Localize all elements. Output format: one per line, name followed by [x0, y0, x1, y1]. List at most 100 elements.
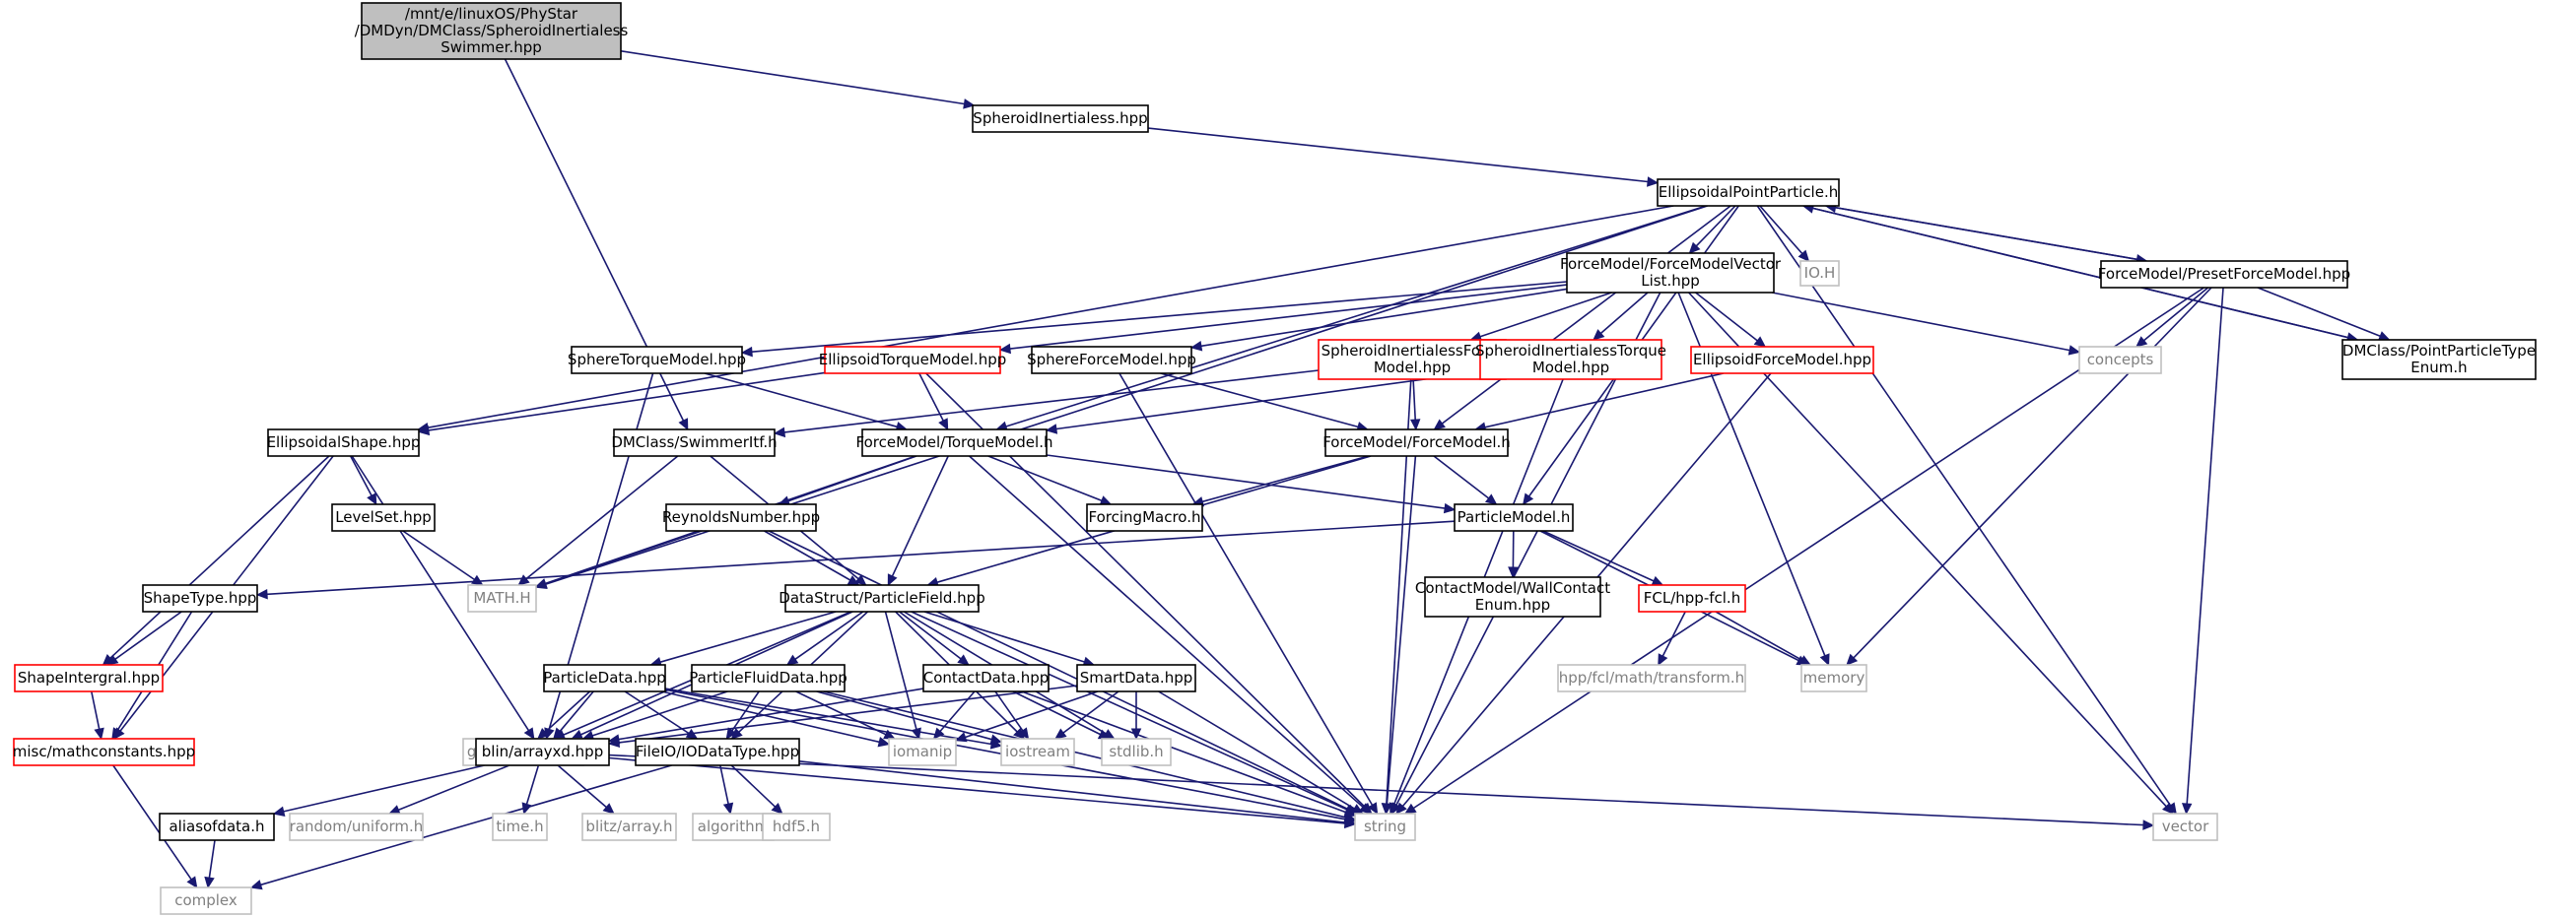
node-box [160, 886, 252, 915]
node-iodata-type[interactable]: FileIO/IODataType.hpp [635, 738, 800, 766]
node-label: LevelSet.hpp [335, 508, 432, 526]
node-concepts: concepts [2078, 346, 2162, 374]
node-level-set[interactable]: LevelSet.hpp [331, 503, 436, 532]
node-particle-model[interactable]: ParticleModel.h [1454, 503, 1574, 532]
node-smart-data[interactable]: SmartData.hpp [1076, 664, 1196, 692]
edge-arrowhead [537, 727, 550, 740]
edge-arrowhead [854, 574, 867, 586]
edge-line [1119, 372, 1374, 806]
edge-line [719, 764, 729, 805]
node-particle-field[interactable]: DataStruct/ParticleField.hpp [779, 584, 985, 613]
node-complex: complex [160, 886, 252, 915]
edge-line [987, 455, 1103, 502]
edge-line [1147, 127, 1649, 183]
edge-line [1695, 292, 1758, 342]
edge-arrowhead [255, 588, 268, 600]
edge-arrowhead [740, 346, 753, 358]
node-ellipsoidal-shape[interactable]: EllipsoidalShape.hpp [267, 428, 421, 457]
node-box [691, 664, 846, 692]
node-box [1800, 664, 1867, 692]
edge-line [624, 690, 690, 735]
node-aliasofdata[interactable]: aliasofdata.h [159, 813, 275, 841]
node-forcing-macro[interactable]: ForcingMacro.h [1086, 503, 1203, 532]
edge-line [1412, 287, 2204, 810]
edge-line [704, 372, 898, 428]
node-box [1000, 738, 1075, 766]
node-hppfcl[interactable]: FCL/hpp-fcl.h [1638, 584, 1746, 613]
node-label: algorithm [698, 818, 769, 835]
node-mathconstants[interactable]: misc/mathconstants.hpp [13, 738, 195, 766]
node-particle-fluid-data[interactable]: ParticleFluidData.hpp [689, 664, 847, 692]
edge-line [1772, 292, 2070, 352]
node-label: SpheroidInertialessTorque [1475, 342, 1666, 360]
node-label: string [1364, 818, 1406, 835]
node-sphere-torque-model[interactable]: SphereTorqueModel.hpp [568, 346, 746, 374]
edge-arrowhead [1359, 803, 1372, 815]
node-shape-intergral[interactable]: ShapeIntergral.hpp [14, 664, 164, 692]
node-box [1324, 428, 1509, 457]
node-sphere-force-model[interactable]: SphereForceModel.hpp [1027, 346, 1196, 374]
edge-smart-data-to-iostream [1054, 690, 1119, 740]
node-arrayxd[interactable]: blin/arrayxd.hpp [475, 738, 610, 766]
edge-arrowhead [963, 98, 976, 109]
edge-contact-data-to-iostream [994, 690, 1030, 740]
node-label: ParticleData.hpp [543, 669, 666, 687]
node-label: FCL/hpp-fcl.h [1644, 589, 1740, 607]
node-particle-data[interactable]: ParticleData.hpp [543, 664, 666, 692]
node-ellipsoid-force-model[interactable]: EllipsoidForceModel.hpp [1690, 346, 1874, 374]
edge-line [266, 520, 1456, 596]
node-swimmer-itf[interactable]: DMClass/SwimmerItf.h [611, 428, 778, 457]
edge-arrowhead [272, 806, 286, 817]
node-preset-force-model[interactable]: ForceModel/PresetForceModel.hpp [2098, 260, 2350, 289]
node-root[interactable]: /mnt/e/linuxOS/PhyStar/DMDyn/DMClass/Sph… [355, 2, 629, 60]
edge-arrowhead [111, 727, 123, 741]
node-ellipsoidal-point-particle[interactable]: EllipsoidalPointParticle.h [1657, 178, 1840, 207]
node-label: DMClass/SwimmerItf.h [611, 433, 777, 451]
edge-line [730, 764, 777, 808]
node-box [1101, 738, 1172, 766]
edge-arrayxd-to-aliasofdata [272, 764, 485, 817]
edge-line [783, 369, 1320, 433]
edge-line [1756, 205, 2172, 807]
node-force-model[interactable]: ForceModel/ForceModel.h [1322, 428, 1511, 457]
node-label: EllipsoidForceModel.hpp [1693, 351, 1871, 368]
edge-arrowhead [1389, 802, 1399, 816]
edge-contact-data-to-string [1021, 690, 1357, 818]
node-box [613, 428, 776, 457]
node-spheroid-inertialess[interactable]: SpheroidInertialess.hpp [972, 104, 1149, 133]
node-shape-type[interactable]: ShapeType.hpp [142, 584, 258, 613]
edge-line [1484, 372, 1725, 428]
node-contact-data[interactable]: ContactData.hpp [922, 664, 1050, 692]
node-box [1638, 584, 1746, 613]
node-box [1076, 664, 1196, 692]
edge-root-to-spheroid-inertialess [620, 50, 976, 109]
edge-arrowhead [1344, 817, 1357, 828]
edge-ellipsoidal-point-particle-to-vector [1756, 205, 2177, 816]
node-box [142, 584, 258, 613]
edge-line [1812, 207, 2358, 341]
node-label: aliasofdata.h [169, 818, 264, 835]
node-label: time.h [496, 818, 543, 835]
node-label: iostream [1005, 743, 1070, 760]
edge-smart-data-to-string [1158, 690, 1364, 815]
node-reynolds-number[interactable]: ReynoldsNumber.hpp [662, 503, 820, 532]
edge-line [1009, 284, 1568, 350]
edge-sphere-force-model-to-string [1119, 372, 1379, 816]
node-label: Enum.hpp [1475, 596, 1550, 614]
node-box [1799, 260, 1840, 287]
node-torque-model[interactable]: ForceModel/TorqueModel.h [856, 428, 1053, 457]
edge-line [1661, 611, 1686, 657]
edge-particle-fluid-data-to-iodata-type [725, 690, 760, 741]
node-ellipsoid-torque-model[interactable]: EllipsoidTorqueModel.hpp [819, 346, 1007, 374]
edge-arrowhead [1403, 803, 1417, 815]
node-box [13, 738, 195, 766]
node-box [762, 813, 831, 841]
edge-iodata-type-to-complex [249, 764, 672, 890]
edge-arrowhead [186, 876, 198, 889]
edge-particle-data-to-iomanip [661, 690, 891, 748]
